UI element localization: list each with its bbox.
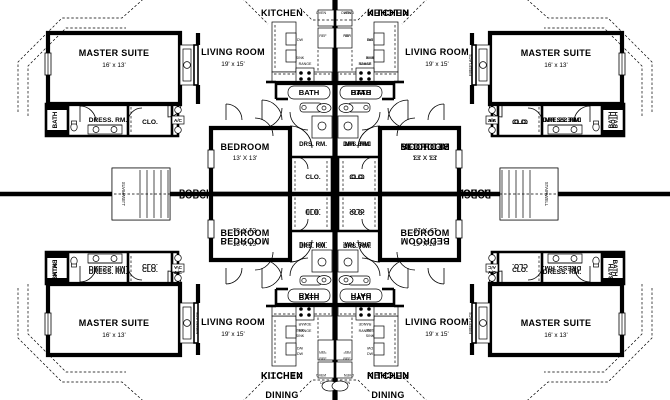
master-suite-label-bl: MASTER SUITE <box>79 318 150 328</box>
unit-bottom-right-text: MASTER SUITE 16' x 13' LIVING ROOM 19' x… <box>340 210 615 400</box>
living-room-label-bl: LIVING ROOM <box>201 317 265 327</box>
closet-label-tr2: CLO. <box>512 119 528 126</box>
dining-label-br: DINING <box>371 390 404 400</box>
kitchen-label-br: KITCHEN <box>367 371 409 381</box>
master-suite-dim-tr: 16' x 13' <box>544 62 567 69</box>
living-room-dim-tr: 19' x 15' <box>425 61 448 68</box>
closet-label-bl: CLO. <box>305 210 320 217</box>
sink-label-tr: SINK <box>366 56 375 60</box>
fireplace-label-br: FIREPLACE <box>468 312 473 335</box>
dw-label-bl: DW <box>297 352 304 356</box>
master-suite-label-tr: MASTER SUITE <box>521 48 592 58</box>
bath-label-br: BATH <box>608 263 615 280</box>
center-bath-label-br: BATH <box>351 293 372 302</box>
sink-label-br: SINK <box>366 334 375 338</box>
dress-room-label-tr: DRESS. RM. <box>543 117 582 124</box>
living-room-dim: 19' x 15' <box>221 61 244 68</box>
living-room-dim-bl: 19' x 15' <box>221 331 244 338</box>
closet-label-br2: CLO. <box>512 267 528 274</box>
master-suite-dim: 16' x 13' <box>102 62 125 69</box>
range-label-tr: RANGE <box>359 62 372 66</box>
fireplace-label-bl: FIREPLACE <box>195 312 200 335</box>
range-label-br: RANGE <box>359 329 372 333</box>
door-swings <box>254 117 416 271</box>
center-hall-details <box>299 7 371 393</box>
ref-label-bl: REF <box>319 357 327 361</box>
center-bath-label-tr: BATH <box>351 88 372 97</box>
ref-label-tr: REF <box>343 34 351 38</box>
fireplace-label-tr: FIREPLACE <box>468 54 473 77</box>
bedroom-label-tr: BEDROOM <box>400 142 449 152</box>
living-room-label: LIVING ROOM <box>201 47 265 57</box>
drs-room-label-br: DRS. RM. <box>343 243 371 250</box>
sink-label-bl: SINK <box>296 334 305 338</box>
bedroom-dim-br: 13' X 13' <box>413 241 437 248</box>
dress-room-label-bl: DRESS. RM. <box>89 269 128 276</box>
oven-label-tr: OVEN <box>341 11 352 15</box>
bedroom-label-bl: BEDROOM <box>220 228 269 238</box>
kitchen-label-tr: KITCHEN <box>367 8 409 18</box>
master-suite-label-br: MASTER SUITE <box>521 318 592 328</box>
closet-label-tr: CLO. <box>349 174 364 181</box>
master-suite-dim-br: 16' x 13' <box>544 332 567 339</box>
bedroom-dim-bl: 13' X 13' <box>233 241 257 248</box>
living-room-dim-br: 19' x 15' <box>425 331 448 338</box>
ac-label-tr: A/C <box>488 118 497 123</box>
dress-room-label-br: DRESS. RM. <box>543 269 582 276</box>
living-room-label-br: LIVING ROOM <box>405 317 469 327</box>
ac-label-bl: A/C <box>174 270 183 275</box>
dining-label-bl: DINING <box>265 390 298 400</box>
range-label-bl: RANGE <box>299 329 312 333</box>
master-suite-dim-bl: 16' x 13' <box>102 332 125 339</box>
center-bath-label-bl: BATH <box>299 293 320 302</box>
unit-top-left: LIVING ROOM 19' x 15' MASTER SUITE 16' x… <box>45 7 334 221</box>
bath-label-bl: BATH <box>52 263 59 280</box>
bedroom-label-br: BEDROOM <box>400 228 449 238</box>
drs-room-label-tr: DRS. RM. <box>343 141 371 148</box>
unit-top-right <box>336 7 625 221</box>
closet-label-bl2: CLO. <box>142 267 158 274</box>
ac-label-br: A/C <box>488 270 497 275</box>
living-room-label-tr: LIVING ROOM <box>405 47 469 57</box>
dw-label-br: DW <box>367 352 374 356</box>
dw-label-tr: DW <box>367 38 374 42</box>
kitchen-label-bl: KITCHEN <box>261 371 303 381</box>
unit-bottom-right <box>336 167 625 381</box>
drs-room-label-bl: DRS. RM. <box>299 243 327 250</box>
master-suite-label: MASTER SUITE <box>79 48 150 58</box>
bath-label-tr: BATH <box>608 111 615 128</box>
ref-label-br: REF <box>343 357 351 361</box>
unit-bottom-left-text: MASTER SUITE 16' x 13' LIVING ROOM 19' x… <box>52 210 330 400</box>
unit-bottom-left <box>45 167 334 381</box>
closet-label-br: CLO. <box>349 210 364 217</box>
bedroom-dim-tr: 13' X 13' <box>413 155 437 162</box>
